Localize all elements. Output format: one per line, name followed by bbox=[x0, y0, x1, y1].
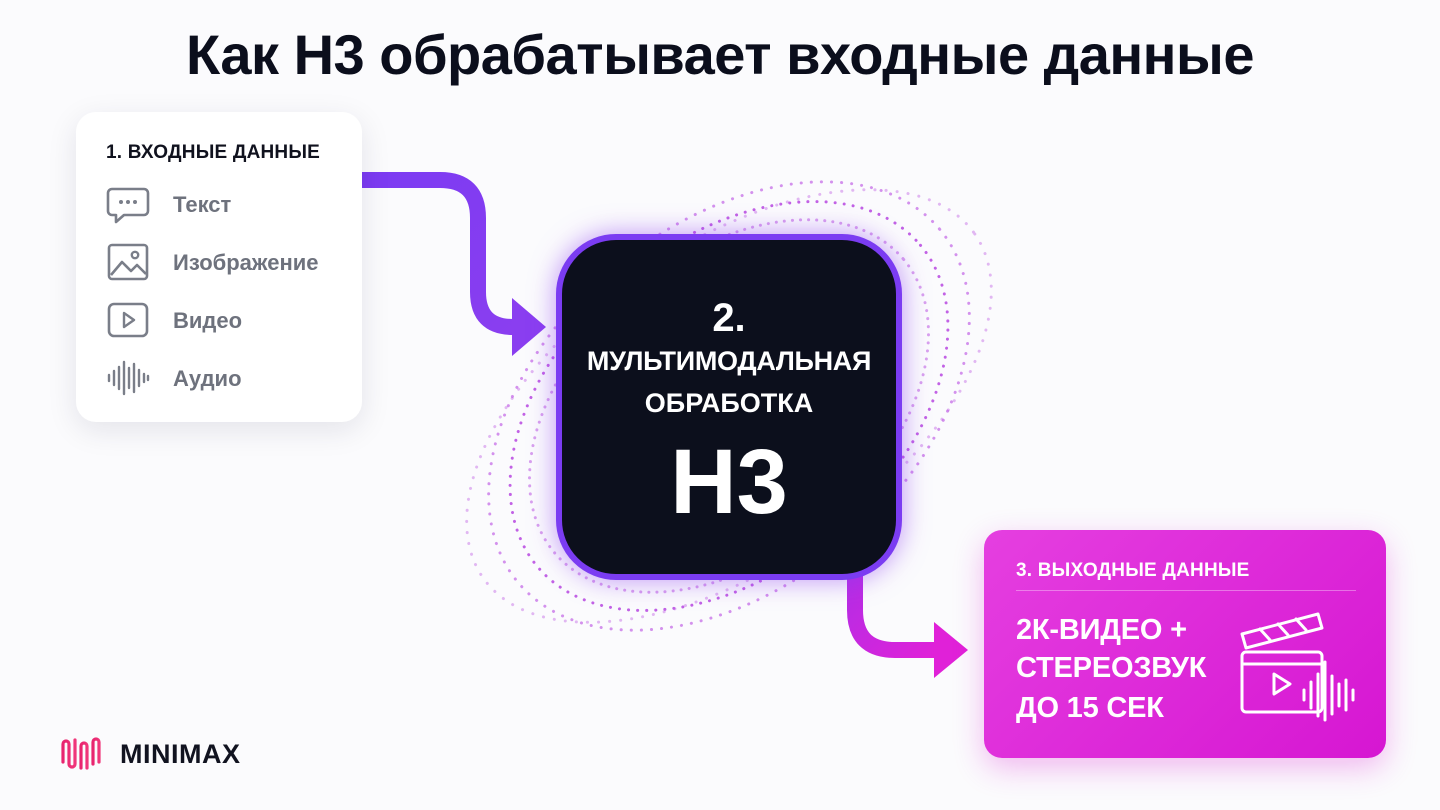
input-item-label: Аудио bbox=[173, 366, 242, 391]
core-line-1: МУЛЬТИМОДАЛЬНАЯ bbox=[586, 346, 872, 376]
core-model-name: Н3 bbox=[670, 431, 788, 533]
chat-bubble-icon bbox=[106, 187, 150, 224]
processing-core: 2. МУЛЬТИМОДАЛЬНАЯ ОБРАБОТКА Н3 bbox=[556, 234, 902, 580]
page-title: Как Н3 обрабатывает входные данные bbox=[186, 23, 1254, 86]
video-play-icon bbox=[107, 302, 149, 338]
input-item-label: Изображение bbox=[173, 250, 319, 275]
audio-wave-icon bbox=[107, 360, 150, 396]
input-item-label: Видео bbox=[173, 308, 243, 333]
minimax-logo: MINIMAX bbox=[54, 734, 274, 774]
output-card: 3. ВЫХОДНЫЕ ДАННЫЕ 2К-ВИДЕО + СТЕРЕОЗВУК… bbox=[984, 530, 1386, 758]
output-line-2: СТЕРЕОЗВУК bbox=[1016, 652, 1207, 684]
input-item-label: Текст bbox=[173, 192, 232, 217]
input-heading: 1. ВХОДНЫЕ ДАННЫЕ bbox=[106, 142, 321, 163]
input-item-video: Видео bbox=[106, 300, 346, 340]
input-item-image: Изображение bbox=[106, 242, 346, 282]
image-icon bbox=[107, 243, 149, 281]
output-line-1: 2К-ВИДЕО + bbox=[1016, 614, 1187, 646]
minimax-wave-logo bbox=[55, 737, 107, 770]
arrow-input-to-core bbox=[362, 172, 546, 356]
output-divider bbox=[1016, 590, 1356, 591]
input-card: 1. ВХОДНЫЕ ДАННЫЕ Текст Изображение Виде… bbox=[76, 112, 362, 422]
output-line-3: ДО 15 СЕК bbox=[1016, 692, 1164, 724]
clapperboard-audio-icon bbox=[1240, 612, 1355, 722]
logo-text: MINIMAX bbox=[120, 739, 241, 769]
input-item-text: Текст bbox=[106, 184, 346, 224]
output-heading: 3. ВЫХОДНЫЕ ДАННЫЕ bbox=[1016, 560, 1250, 581]
core-step-number: 2. bbox=[712, 296, 746, 340]
arrow-core-to-output bbox=[847, 560, 968, 678]
input-item-audio: Аудио bbox=[106, 358, 346, 398]
core-line-2: ОБРАБОТКА bbox=[644, 388, 814, 418]
